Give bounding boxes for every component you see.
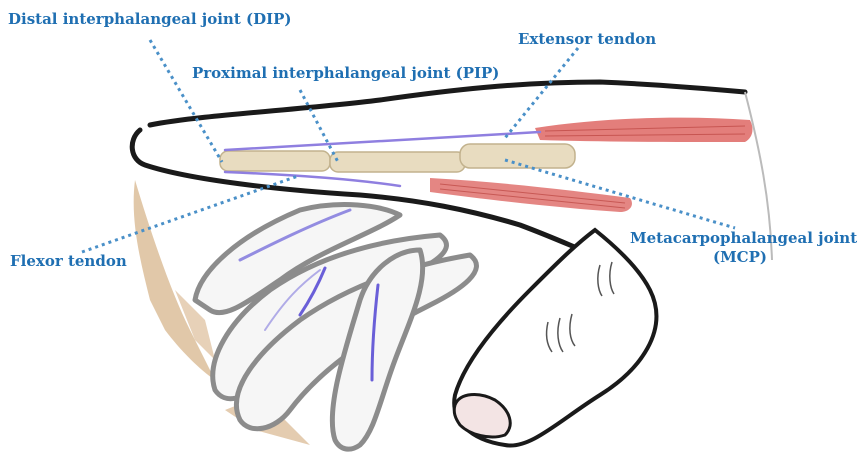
mcp-label: Metacarpophalangeal joint (MCP) [630, 229, 850, 267]
dip-leader [150, 40, 222, 162]
pip-label: Proximal interphalangeal joint (PIP) [192, 64, 499, 83]
proximal-phalanx [460, 144, 575, 168]
dip-label: Distal interphalangeal joint (DIP) [8, 10, 292, 29]
curled-fingers [195, 205, 476, 450]
flexor-muscle [430, 178, 632, 212]
middle-phalanx [330, 152, 465, 172]
extensor-muscle [535, 118, 752, 142]
flexor-tendon-label: Flexor tendon [10, 252, 127, 271]
extensor-tendon-label: Extensor tendon [518, 30, 656, 49]
mcp-label-line2: (MCP) [630, 248, 850, 267]
distal-phalanx [220, 151, 330, 171]
mcp-label-line1: Metacarpophalangeal joint [630, 229, 850, 248]
